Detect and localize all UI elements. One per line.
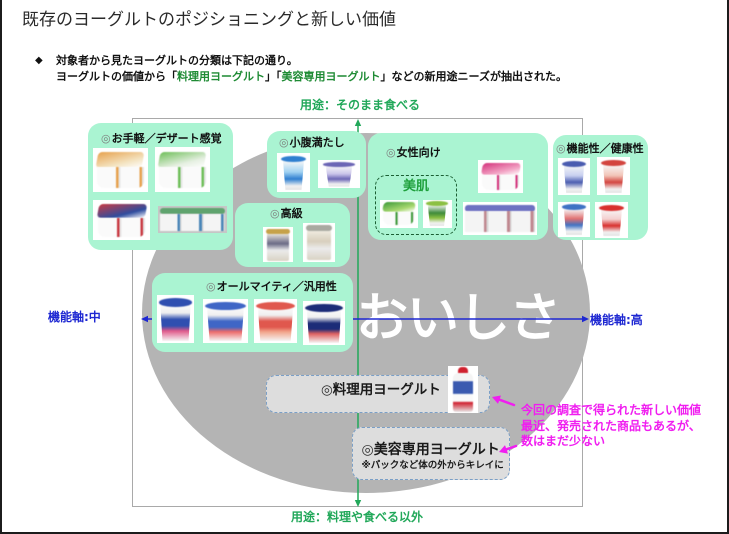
product-image — [93, 148, 148, 192]
group-label: ◎小腹満たし — [279, 136, 345, 149]
center-label: おいしさ — [356, 289, 561, 349]
annotation-line: 今回の調査で得られた新しい価値 — [521, 403, 702, 417]
group-label: ◎機能性／健康性 — [556, 142, 644, 155]
annotation-text: 今回の調査で得られた新しい価値 最近、発売された商品もあるが、 数はまだ少ない — [521, 403, 701, 450]
product-image — [277, 153, 310, 192]
axis-label-top: 用途：そのまま食べる — [299, 98, 420, 112]
double-circle-icon: ◎ — [270, 207, 280, 220]
product-image — [558, 158, 590, 195]
product-image — [558, 202, 590, 237]
axis-label-bottom: 用途：料理や食べる以外 — [290, 510, 423, 524]
annotation-line: 数はまだ少ない — [521, 434, 606, 448]
product-image — [303, 223, 335, 262]
bullet-line-2-text: ヨーグルトの価値から「 — [56, 70, 177, 83]
group-functional-health: ◎機能性／健康性 — [553, 135, 648, 240]
highlight-beauty-yogurt: 美容専用ヨーグルト — [281, 70, 381, 83]
product-image — [303, 301, 345, 345]
product-image — [203, 299, 248, 343]
group-label: ◎高級 — [270, 207, 303, 220]
product-image — [595, 202, 628, 238]
group-label-text: 高級 — [280, 207, 303, 220]
product-image — [263, 227, 293, 262]
axis-label-left: 機能軸:中 — [48, 310, 101, 324]
group-label-text: お手軽／デザート感覚 — [111, 132, 222, 145]
subgroup-label: 美肌 — [402, 179, 429, 194]
bullet-line-1: 対象者から見たヨーグルトの分類は下記の通り。 — [56, 54, 298, 67]
group-label: ◎お手軽／デザート感覚 — [101, 132, 222, 145]
double-circle-icon: ◎ — [361, 441, 374, 458]
axis-label-right: 機能軸:高 — [590, 313, 643, 327]
double-circle-icon: ◎ — [101, 132, 111, 145]
product-image — [463, 202, 537, 235]
group-label-text: 女性向け — [396, 146, 441, 159]
group-snack: ◎小腹満たし — [267, 131, 366, 198]
product-image — [157, 295, 194, 343]
product-image — [155, 147, 210, 192]
bullet-line-2-text: 」などの新用途ニーズが抽出された。 — [380, 70, 567, 83]
group-label-text: オールマイティ／汎用性 — [216, 280, 337, 293]
new-value-label-text: 料理用ヨーグルト — [332, 382, 441, 398]
new-value-label: ◎料理用ヨーグルト — [321, 382, 441, 398]
bullet-line-2: ヨーグルトの価値から「料理用ヨーグルト」「美容専用ヨーグルト」などの新用途ニーズ… — [56, 70, 567, 84]
new-value-note: ※パックなど体の外からキレイに — [361, 459, 504, 471]
product-image — [158, 206, 227, 233]
highlight-cooking-yogurt: 料理用ヨーグルト — [177, 70, 265, 83]
group-label: ◎女性向け — [386, 146, 441, 159]
double-circle-icon: ◎ — [206, 280, 216, 293]
bullet-diamond-icon: ◆ — [35, 55, 43, 66]
slide-title: 既存のヨーグルトのポジショニングと新しい価値 — [22, 10, 396, 30]
group-for-women: ◎女性向け 美肌 — [368, 133, 548, 240]
product-image — [254, 299, 297, 343]
group-all-purpose: ◎オールマイティ／汎用性 — [152, 273, 353, 352]
group-premium: ◎高級 — [235, 203, 350, 267]
double-circle-icon: ◎ — [279, 136, 289, 149]
product-image — [448, 366, 478, 413]
product-image — [318, 160, 360, 188]
new-value-cooking-yogurt: ◎料理用ヨーグルト — [266, 366, 490, 413]
product-image — [422, 199, 452, 228]
product-image — [478, 160, 523, 193]
group-label: ◎オールマイティ／汎用性 — [206, 280, 337, 293]
new-value-label: ◎美容専用ヨーグルト — [362, 442, 500, 458]
double-circle-icon: ◎ — [556, 142, 566, 155]
new-value-label-text: 美容専用ヨーグルト — [373, 441, 500, 458]
double-circle-icon: ◎ — [386, 146, 396, 159]
new-value-beauty-yogurt: ◎美容専用ヨーグルト ※パックなど体の外からキレイに — [352, 427, 510, 480]
annotation-line: 最近、発売された商品もあるが、 — [521, 418, 701, 433]
subgroup-beauty-skin: 美肌 — [375, 175, 457, 235]
product-image — [597, 157, 630, 195]
product-image — [379, 199, 418, 228]
product-image — [93, 200, 150, 240]
group-casual-dessert: ◎お手軽／デザート感覚 — [88, 123, 233, 250]
bullet-line-2-text: 」「 — [265, 70, 282, 83]
group-label-text: 機能性／健康性 — [566, 142, 644, 155]
double-circle-icon: ◎ — [321, 382, 333, 398]
group-label-text: 小腹満たし — [289, 136, 345, 149]
